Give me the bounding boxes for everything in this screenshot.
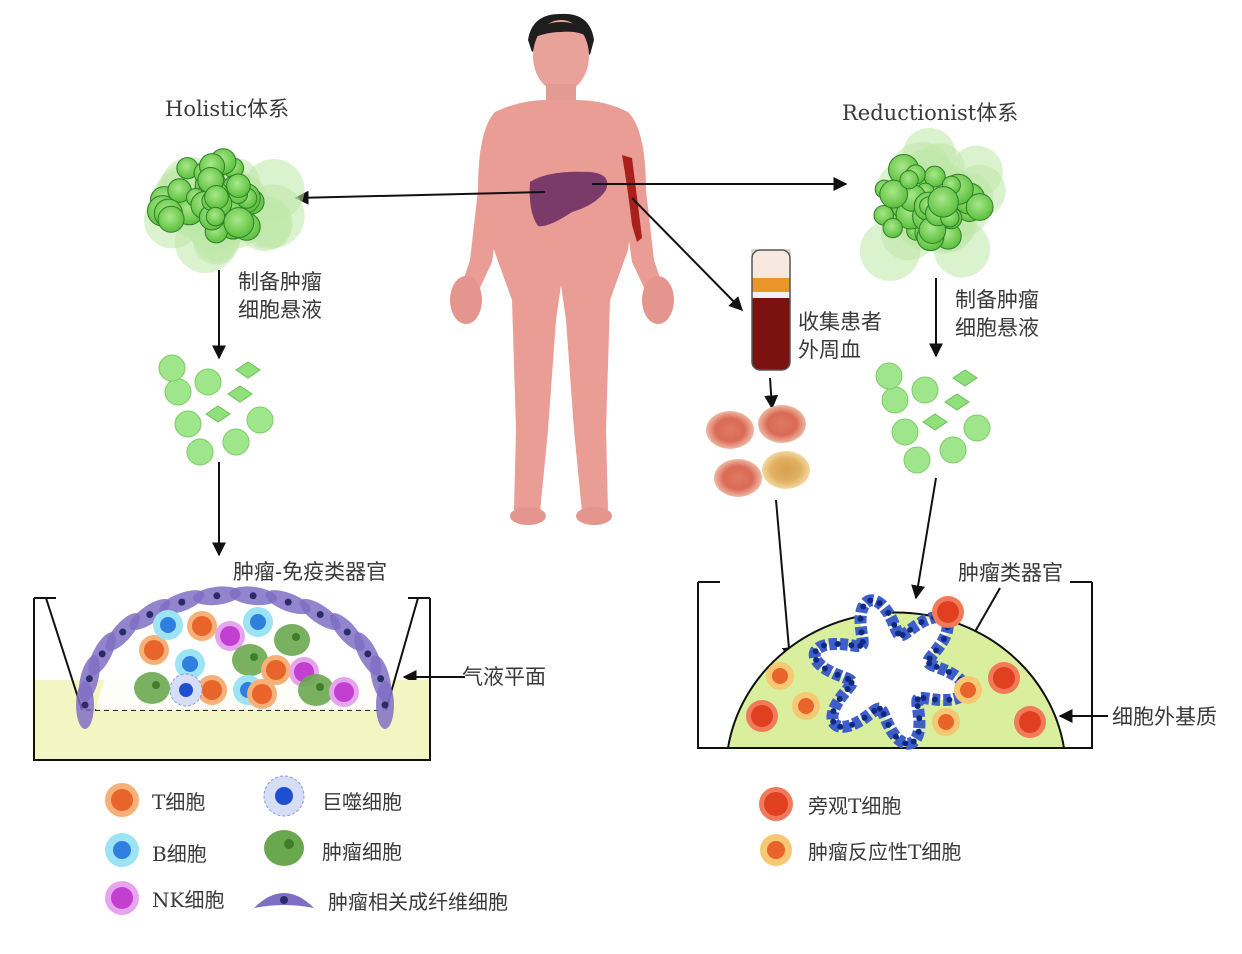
macrophage-icon: [263, 775, 305, 817]
dome-t-cells: [746, 596, 1046, 738]
legend-macrophage: 巨噬细胞: [322, 790, 402, 814]
prepare-suspension-right: 制备肿瘤 细胞悬液: [955, 288, 1039, 340]
tumor-immune-organoid-label: 肿瘤-免疫类器官: [233, 560, 388, 584]
peripheral-blood-cells: [706, 405, 810, 497]
prepare-suspension-left: 制备肿瘤 细胞悬液: [238, 270, 322, 322]
extracellular-matrix-label: 细胞外基质: [1112, 705, 1217, 729]
fibroblast-icon: [254, 893, 314, 908]
cell-suspension-left: [158, 354, 274, 466]
tumor-reactive-t-cell-icon: [760, 834, 792, 866]
cell-suspension-right: [875, 362, 991, 474]
legend-tumor-cell: 肿瘤细胞: [322, 840, 402, 864]
legend-t-cell: T细胞: [152, 790, 206, 814]
tumor-mass-right: [859, 127, 1006, 281]
tumor-immune-organoid: [75, 586, 394, 729]
legend-tumor-reactive-t-cell: 肿瘤反应性T细胞: [808, 840, 962, 864]
t-cell-icon: [105, 783, 139, 817]
human-figure: [450, 13, 674, 525]
transwell-left: [33, 597, 431, 761]
b-cell-icon: [105, 833, 139, 867]
tumor-organoid-label: 肿瘤类器官: [958, 561, 1063, 585]
legend-fibroblast: 肿瘤相关成纤维细胞: [328, 890, 508, 914]
nk-cell-icon: [105, 881, 139, 915]
blood-tube: [751, 249, 791, 371]
tumor-mass-left: [144, 148, 305, 274]
bystander-t-cell-icon: [759, 787, 793, 821]
legend-b-cell: B细胞: [152, 842, 207, 866]
legend-nk-cell: NK细胞: [152, 888, 225, 912]
legend-bystander-t-cell: 旁观T细胞: [808, 794, 902, 818]
tumor-cell-icon: [264, 830, 304, 866]
air-liquid-interface-label: 气液平面: [462, 665, 546, 689]
reductionist-title: Reductionist体系: [842, 101, 1019, 125]
holistic-title: Holistic体系: [165, 97, 290, 121]
collect-blood-label: 收集患者 外周血: [798, 310, 882, 362]
